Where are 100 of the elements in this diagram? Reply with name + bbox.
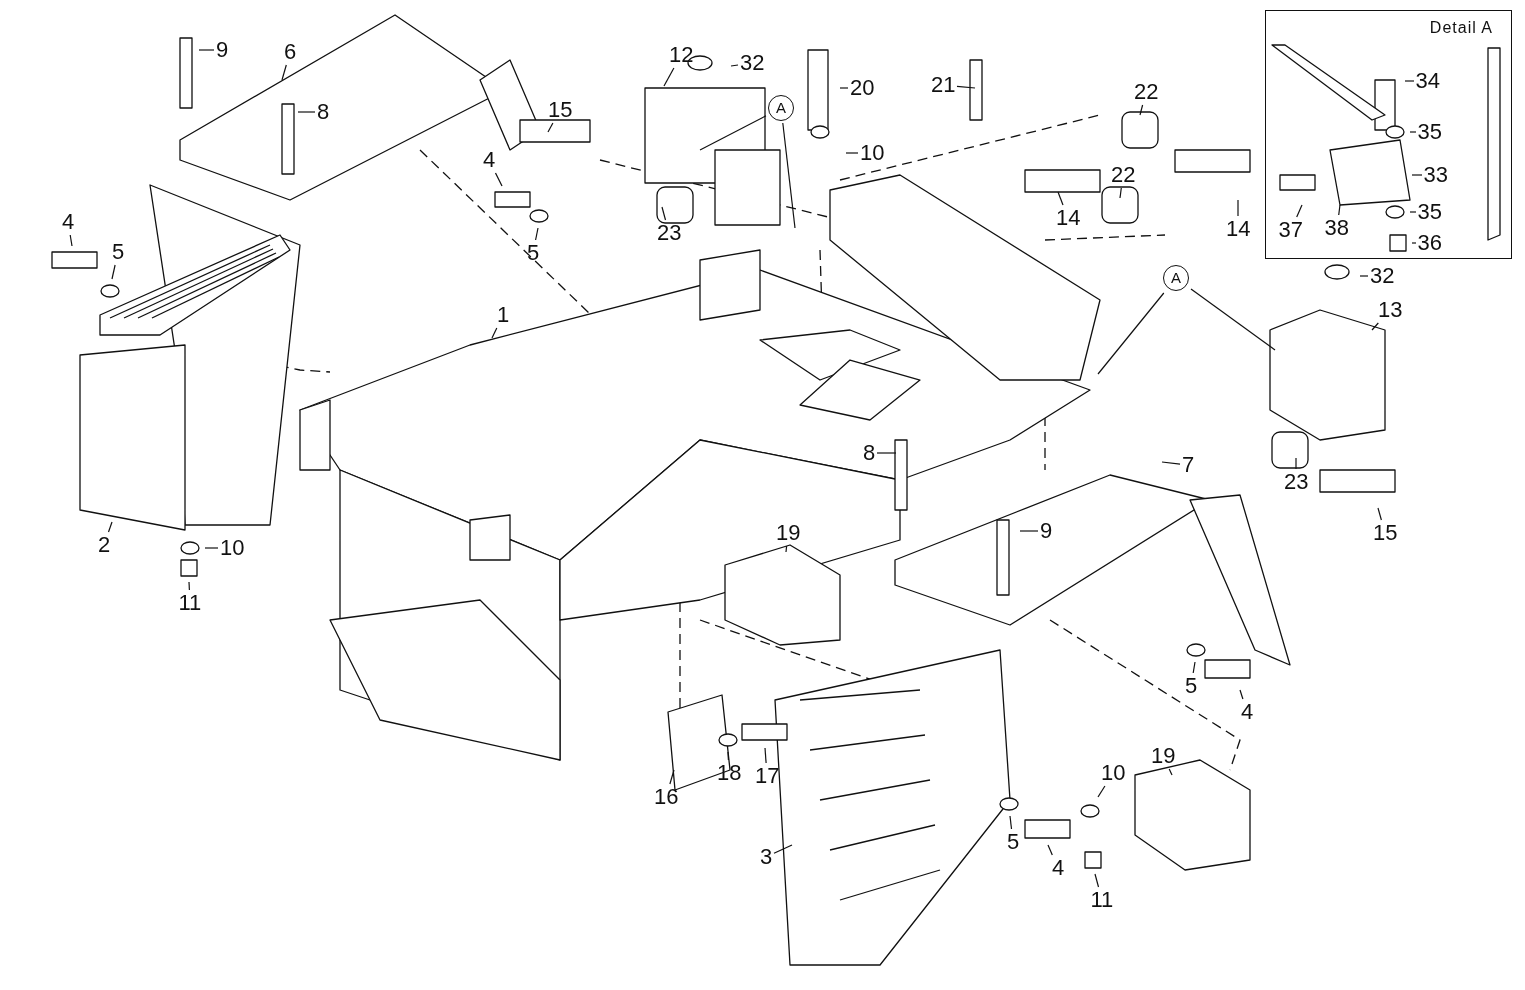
callout-number: 22	[1134, 81, 1159, 103]
callout-number: 14	[1056, 207, 1081, 229]
callout-number: 18	[717, 762, 742, 784]
leader-line	[1411, 174, 1423, 176]
callout-number: 6	[284, 41, 297, 63]
leader-line	[1094, 873, 1100, 888]
leader-line	[1190, 288, 1276, 351]
callout-number: 15	[1373, 522, 1398, 544]
callout-number: 23	[1284, 471, 1309, 493]
callout-number: 35	[1417, 200, 1442, 223]
callout-number: 23	[657, 222, 682, 244]
callout-number: 33	[1423, 163, 1448, 186]
callout-number: 4	[483, 149, 496, 171]
callout-number: 5	[112, 241, 125, 263]
callout-number: 22	[1111, 164, 1136, 186]
callout-number: 5	[527, 242, 540, 264]
reference-circle: A	[768, 95, 794, 121]
leader-line	[111, 264, 116, 280]
callout-number: 4	[62, 211, 75, 233]
leader-line	[1409, 131, 1417, 133]
leader-line	[1139, 104, 1144, 116]
leader-line	[1371, 322, 1379, 331]
leader-line	[107, 521, 113, 533]
leader-line	[764, 747, 767, 764]
callout-number: 21	[931, 74, 956, 96]
reference-circle: A	[1163, 265, 1189, 291]
leader-line	[1168, 768, 1173, 776]
leader-line	[730, 64, 739, 67]
leader-line	[1192, 661, 1196, 674]
leader-line	[1404, 80, 1415, 82]
leader-line	[1409, 211, 1417, 213]
leader-line	[785, 545, 788, 553]
leader-line	[661, 206, 667, 221]
leader-line	[1359, 275, 1369, 277]
leader-line	[1097, 785, 1106, 798]
leader-line	[1097, 292, 1165, 375]
leader-line	[1338, 204, 1341, 216]
callout-number: 5	[1185, 675, 1198, 697]
callout-number: 11	[1090, 889, 1114, 911]
callout-number: 8	[863, 442, 876, 464]
callout-number: 16	[654, 786, 679, 808]
leader-line	[297, 111, 316, 113]
callout-number: 38	[1324, 216, 1349, 239]
leader-line	[663, 67, 675, 87]
leader-line	[1239, 689, 1244, 700]
detail-title: Detail A	[1429, 19, 1493, 37]
callout-number: 4	[1052, 857, 1065, 879]
leader-line	[1377, 507, 1382, 521]
leader-line	[494, 172, 503, 187]
leader-line	[491, 327, 498, 339]
leader-line	[1296, 204, 1303, 218]
leader-line	[69, 234, 73, 247]
leader-line	[198, 49, 215, 51]
callout-number: 13	[1378, 299, 1403, 321]
leader-line	[727, 751, 729, 761]
leader-line	[281, 64, 287, 81]
callout-number: 14	[1226, 218, 1251, 240]
leader-line	[1237, 199, 1239, 217]
leader-line	[876, 452, 897, 454]
leader-line	[956, 85, 976, 89]
leader-line	[1295, 457, 1297, 470]
callout-number: 4	[1241, 701, 1254, 723]
detail-frame	[1265, 10, 1512, 259]
leader-line	[535, 227, 539, 241]
callout-number: 19	[1151, 745, 1176, 767]
callout-number: 3	[760, 846, 773, 868]
callout-number: 37	[1278, 218, 1303, 241]
leader-line	[1161, 461, 1181, 465]
callout-number: 20	[850, 77, 875, 99]
leader-line	[839, 87, 849, 89]
leader-line	[547, 122, 554, 133]
callout-number: 10	[860, 142, 885, 164]
callout-number: 1	[497, 304, 510, 326]
callout-number: 32	[740, 52, 765, 74]
leader-line	[1411, 242, 1417, 244]
callout-number: 19	[776, 522, 801, 544]
callout-number: 35	[1417, 120, 1442, 143]
leader-line	[699, 115, 767, 151]
callout-number: 32	[1370, 265, 1395, 287]
callout-number: 9	[1040, 520, 1053, 542]
leader-line	[1019, 530, 1039, 532]
callout-number: 17	[755, 765, 780, 787]
callout-number: 5	[1007, 831, 1020, 853]
callout-number: 8	[317, 101, 330, 123]
leader-line	[669, 769, 675, 785]
callout-number: 10	[220, 537, 245, 559]
callout-number: 7	[1182, 454, 1195, 476]
leader-line	[1047, 844, 1053, 856]
callout-number: 10	[1101, 762, 1126, 784]
callout-number: 9	[216, 39, 229, 61]
callout-number: 34	[1415, 69, 1440, 92]
callout-number: 12	[669, 44, 694, 66]
leader-line	[1057, 191, 1064, 206]
leader-line	[188, 581, 190, 591]
leader-line	[845, 152, 859, 154]
callout-number: 36	[1417, 231, 1442, 254]
leader-line	[773, 844, 793, 854]
leader-line	[204, 547, 219, 549]
callout-number: 15	[548, 99, 573, 121]
leader-line	[1119, 187, 1122, 199]
